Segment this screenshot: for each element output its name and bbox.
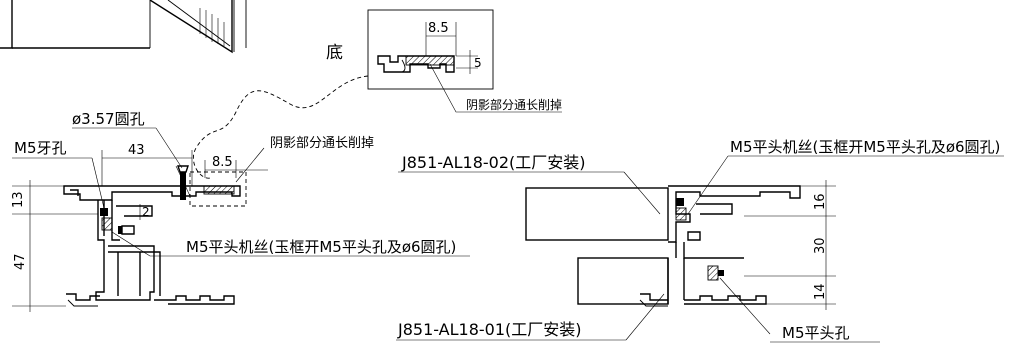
detail-connector [192, 75, 369, 179]
top-left-frame [0, 0, 247, 54]
dim-detail-height: 5 [474, 56, 482, 70]
shaded-label-mid: 阴影部分通长削掉 [270, 136, 374, 151]
detail-hatch [405, 55, 455, 66]
dim-2: 2 [142, 205, 150, 219]
right-assembly: J851-AL18-02(工厂安装) M5平头机丝(玉框开M5平头孔及ø6圆孔) [396, 138, 1004, 343]
upper-panel [525, 187, 669, 241]
dim-43: 43 [128, 143, 145, 158]
left-assembly: ø3.57圆孔 M5牙孔 阴影部分通长削掉 43 8.5 [11, 110, 470, 312]
bottom-detail: 底 8.5 5 阴影部分通长削掉 [326, 9, 562, 113]
dim-47: 47 [13, 253, 28, 270]
shaded-label-top: 阴影部分通长削掉 [466, 97, 562, 112]
m5-thread-label: M5牙孔 [14, 139, 67, 157]
hole-357-label: ø3.57圆孔 [72, 110, 145, 128]
detail-frame [367, 9, 494, 90]
dim-16: 16 [813, 193, 828, 210]
dim-85-mid: 8.5 [212, 155, 233, 170]
dim-detail-width: 8.5 [428, 21, 449, 36]
lower-panel [577, 257, 669, 305]
part-01-label: J851-AL18-01(工厂安装) [397, 320, 582, 339]
bottom-label: 底 [326, 43, 343, 63]
dim-14: 14 [813, 283, 828, 300]
mid-detail-frame [189, 171, 247, 207]
dim-30: 30 [813, 237, 828, 254]
m5-screw-left-label: M5平头机丝(玉框开M5平头孔及ø6圆孔) [186, 238, 456, 256]
m5-flat-hole-label: M5平头孔 [782, 324, 850, 342]
dim-13: 13 [11, 191, 26, 208]
m5-screw-right-label: M5平头机丝(玉框开M5平头孔及ø6圆孔) [730, 138, 1000, 156]
part-02-label: J851-AL18-02(工厂安装) [401, 153, 586, 172]
